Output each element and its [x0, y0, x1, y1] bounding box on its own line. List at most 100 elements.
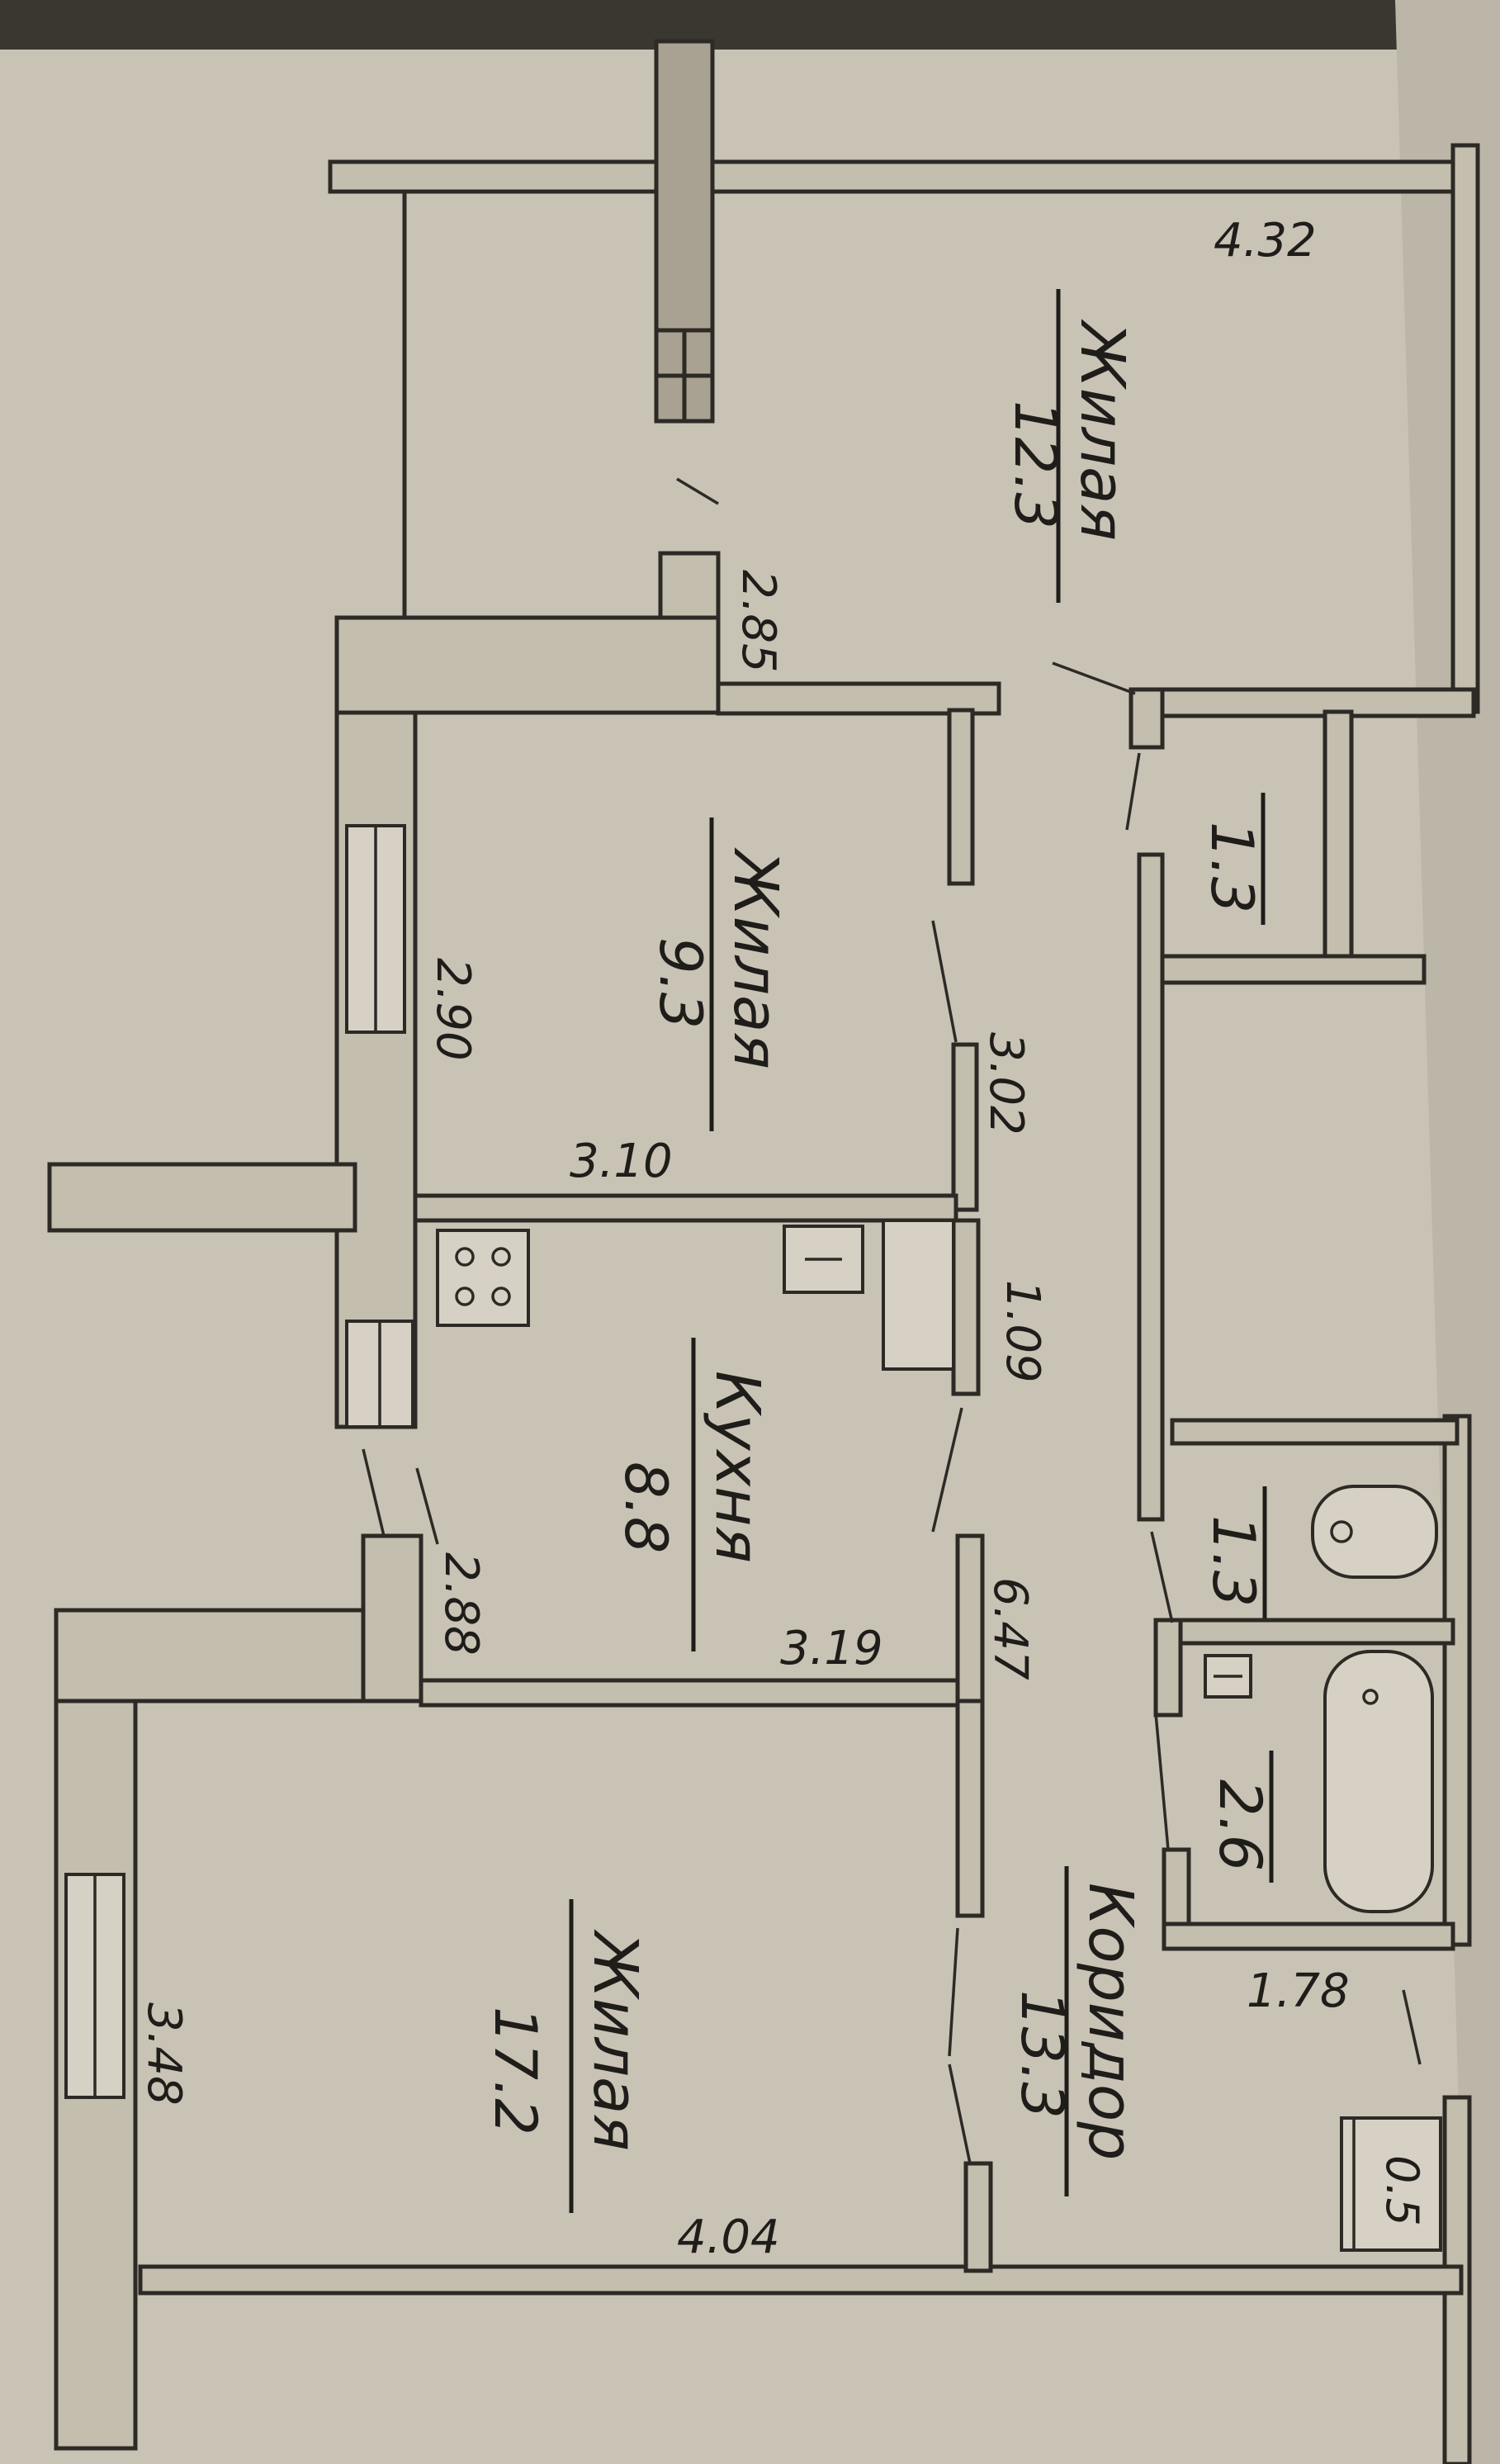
wall-kitchen-right-a	[951, 1218, 981, 1396]
room-area-niche: 0.5	[1376, 2155, 1428, 2226]
top-edge	[0, 0, 1500, 50]
toilet	[1311, 1485, 1438, 1579]
door-swing-niche	[1402, 1989, 1422, 2065]
inner-walls	[334, 192, 1476, 2273]
room-area-bedroom-mid: 9.3	[646, 937, 714, 1029]
room-area-kitchen: 8.8	[612, 1462, 679, 1553]
toilet-drain	[1330, 1520, 1353, 1543]
label-corridor: Коридор	[1064, 1866, 1146, 2196]
wall-bedroom-mid-right-a	[947, 708, 975, 886]
room-area-closet: 1.3	[1200, 1515, 1267, 1607]
wall-kitchen-left	[361, 1533, 424, 1703]
room-area-bathroom: 2.6	[1206, 1779, 1274, 1871]
dim-290: 2.90	[426, 958, 480, 1061]
label-niche-area: 0.5	[1376, 2155, 1428, 2226]
wall-right-bath	[1442, 1414, 1472, 1947]
label-living-area: 17.2	[481, 2007, 549, 2135]
dim-302-group: 3.02	[979, 1032, 1033, 1135]
label-bedroom-top-area: 12.3	[1001, 400, 1069, 529]
kitchen-counter	[882, 1219, 955, 1371]
room-name-kitchen: Кухня	[702, 1371, 773, 1563]
door-swing-living-b	[948, 2064, 972, 2164]
wall-bedroom-separator	[334, 615, 721, 715]
door-swing-bedroom-top	[1052, 661, 1136, 695]
dim-285-group: 2.85	[731, 570, 785, 673]
label-bedroom-mid: Жилая	[709, 817, 791, 1131]
dim-290-group: 2.90	[426, 958, 480, 1061]
dim-288: 2.88	[434, 1552, 488, 1656]
door-swing-balcony-a	[362, 1448, 386, 1537]
wall-balcony-top	[47, 1162, 357, 1233]
room-name-bedroom-mid: Жилая	[720, 847, 791, 1069]
wall-corridor-right	[1137, 852, 1165, 1522]
door-swing-top-left	[676, 477, 719, 505]
stove-burner-2	[491, 1247, 511, 1267]
door-swings	[362, 477, 1422, 2164]
wall-wc-bath	[1153, 1618, 1455, 1646]
wall-bedroom-mid-right-b	[951, 1042, 979, 1212]
dim-647: 6.47	[983, 1577, 1037, 1680]
stove-burner-4	[491, 1286, 511, 1306]
door-swing-bath	[1154, 1713, 1170, 1850]
wall-living-right-a	[955, 1699, 985, 1918]
label-corridor-area: 13.3	[1008, 1990, 1076, 2119]
windows	[64, 824, 414, 2099]
label-kitchen-area: 8.8	[612, 1462, 679, 1553]
door-swing-kitchen	[931, 1407, 963, 1533]
wall-bedroom-top-lower	[1129, 687, 1476, 718]
wall-kitchen-living	[419, 1678, 960, 1708]
bathtub	[1323, 1650, 1434, 1913]
dim-348-group: 3.48	[137, 2002, 191, 2106]
room-area-bedroom-top: 12.3	[1001, 400, 1069, 529]
door-swing-bedroom-mid	[931, 920, 958, 1043]
bathtub-drain	[1362, 1689, 1379, 1705]
wall-bedroom-kitchen	[413, 1193, 958, 1223]
door-swing-closet	[1125, 752, 1141, 831]
room-name-corridor: Коридор	[1075, 1883, 1146, 2160]
wall-bath-top	[1170, 1418, 1460, 1446]
wall-bottom	[138, 2264, 1464, 2296]
dim-109-group: 1.09	[996, 1280, 1049, 1383]
labels: Жилая 12.3 Жилая 9.3 Кухня 8.8 Жилая 17.…	[137, 214, 1428, 2264]
dim-310: 3.10	[570, 1135, 673, 1188]
door-swing-balcony-b	[415, 1467, 439, 1545]
label-kitchen: Кухня	[691, 1338, 773, 1651]
label-bathroom-area: 2.6	[1206, 1751, 1274, 1883]
dim-288-group: 2.88	[434, 1552, 488, 1656]
label-bedroom-top: Жилая	[1056, 289, 1138, 603]
wall-bath-door-a	[1153, 1618, 1183, 1718]
label-wc-area: 1.3	[1198, 793, 1266, 925]
fixtures	[436, 1219, 1438, 1913]
door-swing-living	[948, 1927, 959, 2057]
dim-302: 3.02	[979, 1032, 1033, 1135]
dim-178: 1.78	[1247, 1964, 1350, 2018]
wall-bath-bottom	[1162, 1921, 1455, 1951]
room-name-bedroom-top: Жилая	[1067, 319, 1138, 541]
room-area-living: 17.2	[481, 2007, 549, 2135]
niche-box	[1340, 2116, 1442, 2252]
wall-closet-right	[1323, 709, 1354, 962]
wall-closet-bottom	[1157, 954, 1427, 985]
wall-living-right-b	[963, 2161, 993, 2273]
room-area-corridor: 13.3	[1008, 1990, 1076, 2119]
dim-348: 3.48	[137, 2002, 191, 2106]
label-bedroom-mid-area: 9.3	[646, 937, 714, 1029]
dim-432: 4.32	[1214, 214, 1317, 268]
door-swing-wc	[1150, 1531, 1174, 1623]
label-living: Жилая	[569, 1899, 651, 2213]
dim-285: 2.85	[731, 570, 785, 673]
stove	[436, 1229, 530, 1327]
dim-647-group: 6.47	[983, 1577, 1037, 1680]
wall-bedroom-top-door	[1129, 687, 1165, 750]
label-closet-area: 1.3	[1200, 1486, 1267, 1618]
stove-burner-3	[455, 1286, 475, 1306]
wall-kitchen-right-b	[955, 1533, 985, 1712]
dim-109: 1.09	[996, 1280, 1049, 1383]
wall-top	[328, 159, 1455, 194]
stove-burner-1	[455, 1247, 475, 1267]
wall-right-top	[1450, 143, 1480, 714]
dim-404: 4.04	[677, 2210, 780, 2264]
room-area-wc: 1.3	[1198, 822, 1266, 913]
dim-319: 3.19	[780, 1622, 883, 1675]
